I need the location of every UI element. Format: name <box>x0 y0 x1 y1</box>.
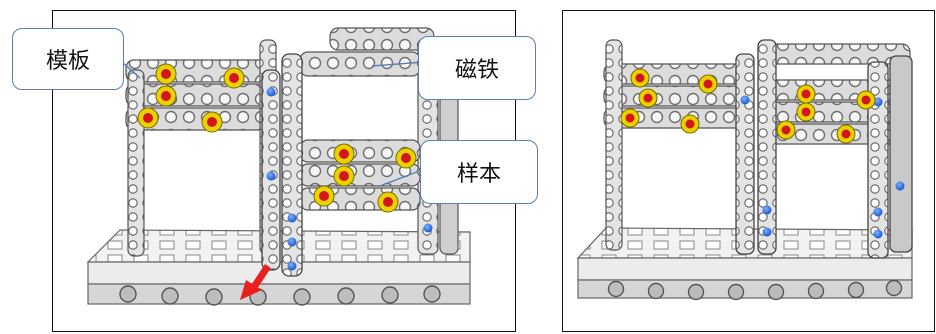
left-assembly <box>86 27 471 306</box>
right-upright-c <box>867 61 889 259</box>
callout-leaders <box>121 61 425 187</box>
right-left-upright <box>605 39 623 251</box>
right-blue-pins <box>740 95 905 239</box>
insert-direction-arrow <box>240 264 271 300</box>
right-upright-a <box>735 53 755 255</box>
right-magnets <box>620 68 876 144</box>
right-upright-b <box>757 39 777 255</box>
right-assembly <box>576 39 913 301</box>
front-upright-beam-a <box>281 53 303 277</box>
callout-template: 模板 <box>12 28 124 90</box>
callout-sample-label: 样本 <box>456 162 501 187</box>
left-sample-beams <box>299 51 421 211</box>
front-upright-beam-b <box>261 69 281 271</box>
left-sample-magnets <box>313 143 417 213</box>
left-blue-pins <box>266 87 433 271</box>
callout-template-label: 模板 <box>45 49 90 74</box>
right-side-plate-b <box>889 55 913 253</box>
left-upright-beam <box>127 69 145 257</box>
left-template-magnets <box>137 63 245 133</box>
callout-magnet-label: 磁铁 <box>454 58 499 83</box>
callout-sample: 样本 <box>420 140 538 204</box>
callout-magnet: 磁铁 <box>418 36 536 100</box>
